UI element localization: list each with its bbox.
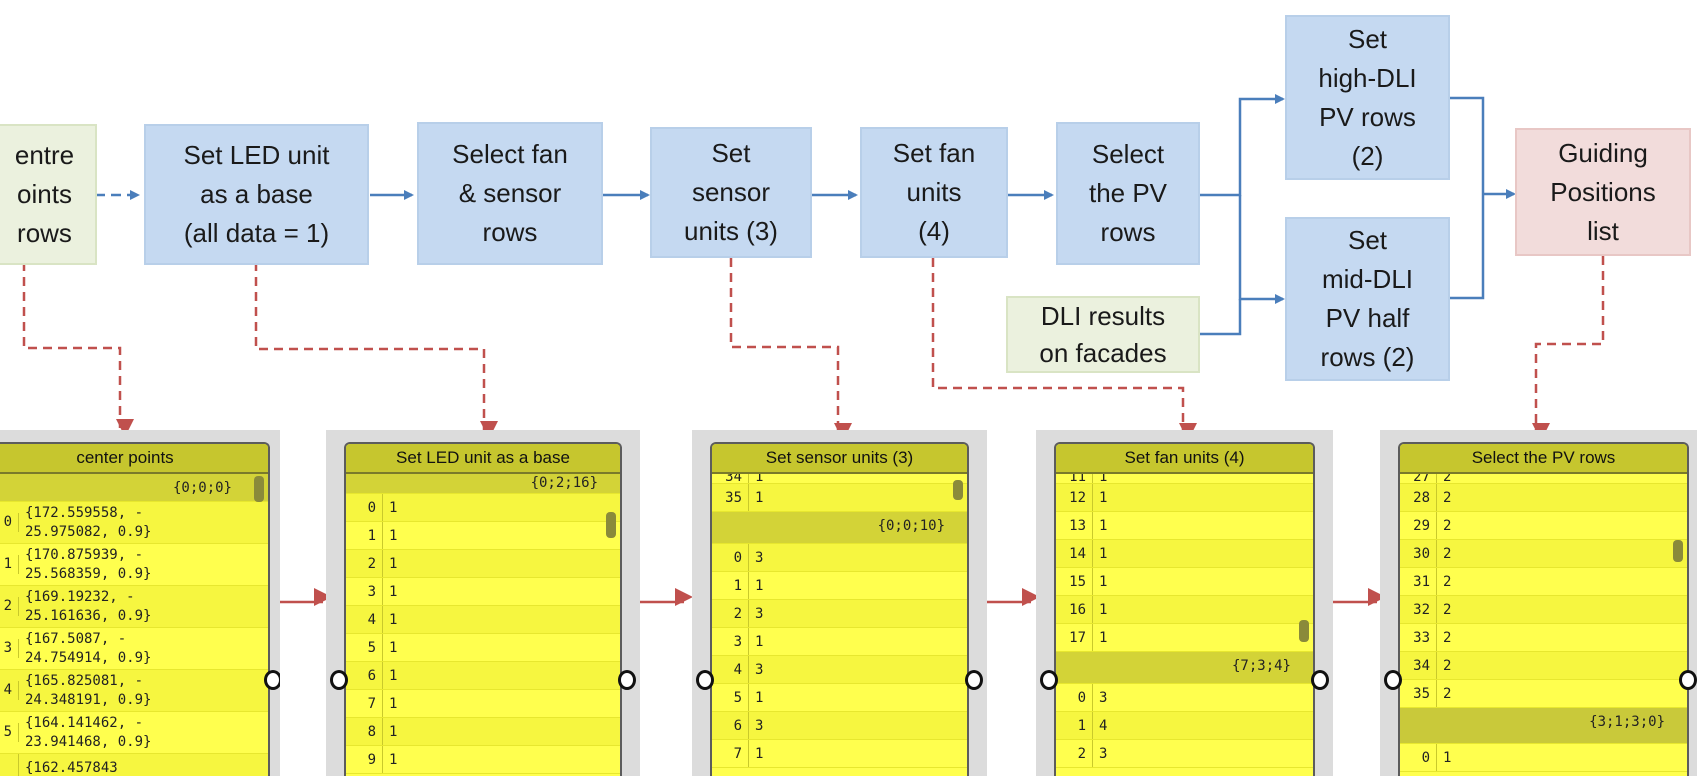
- set-high-dli-pv-rows-box: Set high-DLI PV rows (2): [1285, 15, 1450, 180]
- panel-scrollbar[interactable]: [953, 480, 963, 500]
- list-item: 0{172.559558, - 25.975082, 0.9}: [0, 502, 268, 544]
- panel-title: Select the PV rows: [1400, 444, 1687, 474]
- panel-scrollbar[interactable]: [1299, 620, 1309, 642]
- link-arrow-3: [729, 258, 852, 441]
- select-pv-rows-box: Select the PV rows: [1056, 122, 1200, 265]
- flow-arrow-8: [1200, 299, 1242, 336]
- set-led-unit-box: Set LED unit as a base (all data = 1): [144, 124, 369, 265]
- list-item: 2{169.19232, - 25.161636, 0.9}: [0, 586, 268, 628]
- branch-path: {7;3;4}: [1056, 652, 1313, 684]
- list-item: 3{167.5087, - 24.754914, 0.9}: [0, 628, 268, 670]
- panel-title: Set LED unit as a base: [346, 444, 620, 474]
- output-grip[interactable]: [264, 670, 280, 690]
- list-item: {162.457843: [0, 754, 268, 776]
- flow-arrow-6: [1200, 94, 1285, 197]
- dli-results-on-facades-box: DLI results on facades: [1006, 296, 1200, 373]
- output-grip[interactable]: [618, 670, 636, 690]
- set-sensor-units-box: Set sensor units (3): [650, 127, 812, 258]
- link-arrow-1: [22, 262, 134, 437]
- list-item: 5{164.141462, - 23.941468, 0.9}: [0, 712, 268, 754]
- panel-scrollbar[interactable]: [606, 512, 616, 538]
- set-mid-dli-pv-half-rows-box: Set mid-DLI PV half rows (2): [1285, 217, 1450, 381]
- input-grip[interactable]: [1384, 670, 1402, 690]
- panel-scrollbar[interactable]: [1673, 540, 1683, 562]
- link-arrow-2: [254, 262, 498, 439]
- input-grip[interactable]: [1040, 670, 1058, 690]
- panel-title: Set fan units (4): [1056, 444, 1313, 474]
- branch-path: {0;0;10}: [712, 512, 967, 544]
- guiding-positions-list-box: Guiding Positions list: [1515, 128, 1691, 256]
- list-item: 1{170.875939, - 25.568359, 0.9}: [0, 544, 268, 586]
- flow-arrow-7: [1238, 195, 1285, 304]
- branch-path: {0;2;16}: [346, 474, 620, 494]
- panel-center-points: center points {0;0;0} 0{172.559558, - 25…: [0, 430, 280, 776]
- output-grip[interactable]: [965, 670, 983, 690]
- select-fan-sensor-rows-box: Select fan & sensor rows: [417, 122, 603, 265]
- output-grip[interactable]: [1679, 670, 1697, 690]
- panel-title: center points: [0, 444, 268, 474]
- input-grip[interactable]: [330, 670, 348, 690]
- list-item: 4{165.825081, - 24.348191, 0.9}: [0, 670, 268, 712]
- output-grip[interactable]: [1311, 670, 1329, 690]
- input-grip[interactable]: [696, 670, 714, 690]
- branch-path: {3;1;3;0}: [1400, 708, 1687, 744]
- panel-scrollbar[interactable]: [254, 476, 264, 502]
- panel-title: Set sensor units (3): [712, 444, 967, 474]
- branch-path: {0;0;0}: [0, 474, 268, 502]
- link-arrow-4: [931, 258, 1197, 441]
- set-fan-units-box: Set fan units (4): [860, 127, 1008, 258]
- link-arrow-5: [1532, 256, 1605, 441]
- flow-arrow-9: [1450, 96, 1485, 300]
- centre-points-rows-box: entre oints rows: [0, 124, 97, 265]
